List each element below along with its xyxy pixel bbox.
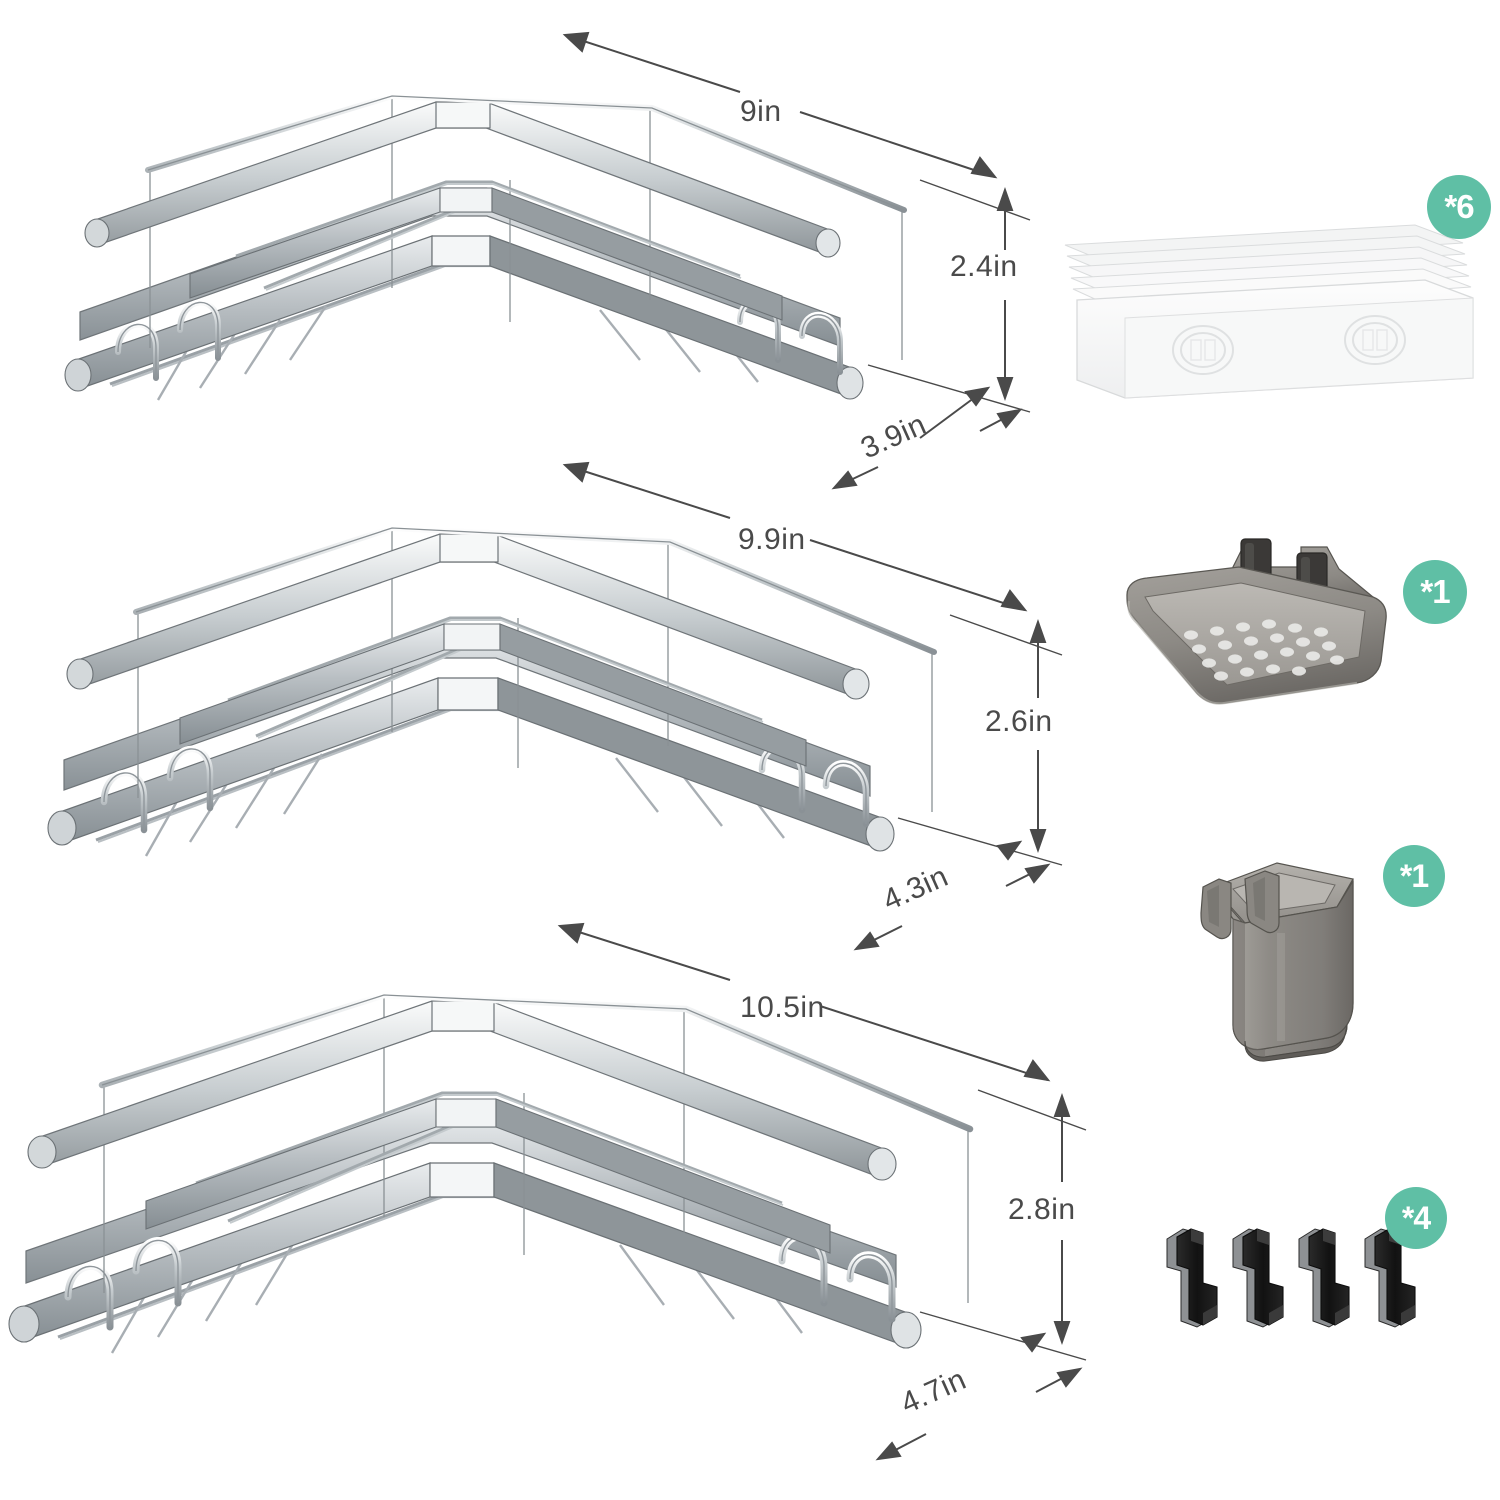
soap-dish-icon xyxy=(1126,538,1387,705)
s-hook-icon xyxy=(1166,1228,1416,1328)
large-shelf-height-label: 2.8in xyxy=(1008,1193,1076,1226)
hooks-quantity-badge: *4 xyxy=(1385,1187,1447,1249)
cup-holder-quantity-badge: *1 xyxy=(1383,845,1445,907)
small-shelf-dimension-lines xyxy=(562,31,1031,439)
cup-holder-quantity-text: *1 xyxy=(1399,857,1429,894)
small-shelf-width-label: 9in xyxy=(740,95,782,128)
soap-dish-tray: *1 xyxy=(1115,525,1467,715)
medium-shelf-height-value: 2.6in xyxy=(985,705,1053,738)
medium-shelf-depth-arrow xyxy=(853,863,1051,951)
adhesive-pads-quantity-text: *6 xyxy=(1444,188,1474,225)
medium-shelf-width-label: 9.9in xyxy=(738,523,806,556)
large-shelf-depth-arrow xyxy=(875,1367,1083,1461)
small-corner-shelf: 9in 2.4in 3.9in xyxy=(40,31,1031,490)
small-shelf-height-label: 2.4in xyxy=(950,250,1018,283)
adhesive-pad-stack-icon xyxy=(1064,224,1474,399)
toothbrush-holder-cup: *1 xyxy=(1185,845,1445,1075)
large-shelf-width-label: 10.5in xyxy=(740,991,825,1024)
medium-corner-shelf: 9.9in 2.6in 4.3in xyxy=(20,461,1063,951)
adhesive-mounting-pads: *6 xyxy=(1055,170,1491,410)
soap-dish-quantity-text: *1 xyxy=(1420,573,1450,610)
large-corner-shelf: 10.5in 2.8in 4.7in xyxy=(0,922,1087,1461)
cup-holder-icon xyxy=(1200,862,1354,1062)
hooks-quantity-text: *4 xyxy=(1401,1199,1431,1236)
adhesive-pads-quantity-badge: *6 xyxy=(1427,175,1491,239)
large-shelf-dimension-lines xyxy=(557,922,1087,1361)
small-shelf-depth-arrow xyxy=(831,408,1023,490)
soap-dish-quantity-badge: *1 xyxy=(1403,560,1467,624)
small-corner-shelf-drawing xyxy=(64,92,907,401)
hanging-hooks: *4 xyxy=(1145,1187,1447,1345)
medium-shelf-dimension-lines xyxy=(562,461,1063,866)
large-corner-shelf-drawing xyxy=(8,991,974,1354)
medium-corner-shelf-drawing xyxy=(47,524,937,857)
